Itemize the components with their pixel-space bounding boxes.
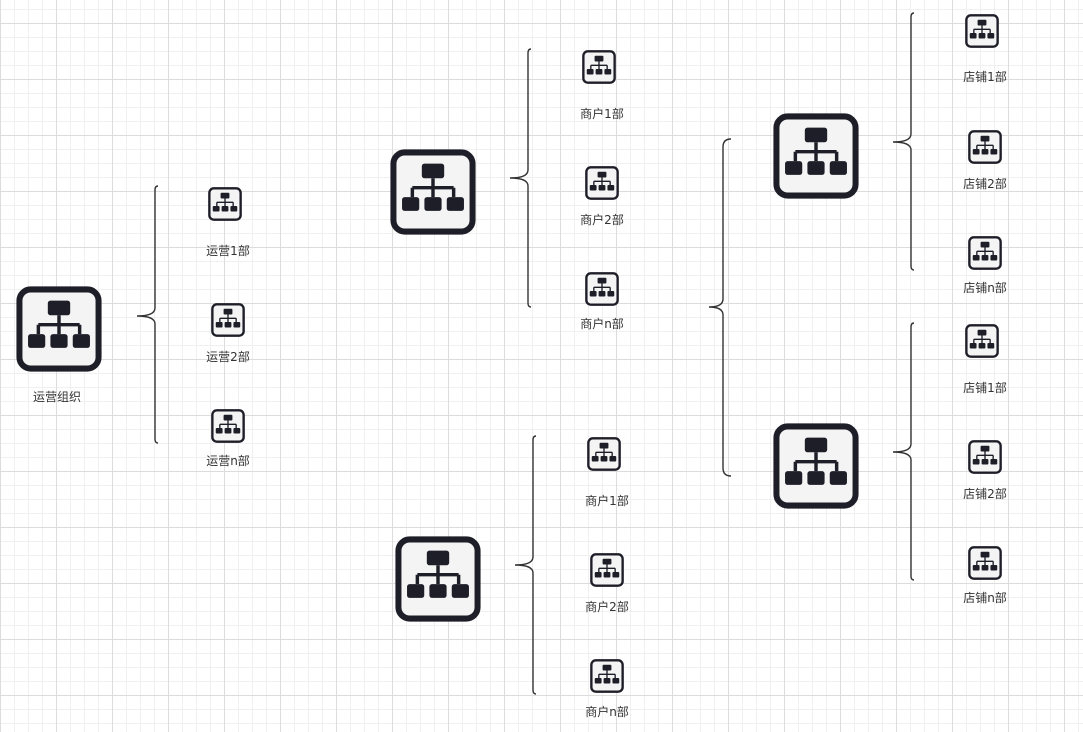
org-chart-icon bbox=[208, 186, 242, 222]
org-chart-icon bbox=[395, 536, 481, 622]
merchant-dept-label: 商户n部 bbox=[585, 705, 629, 719]
merchant-dept-label: 商户1部 bbox=[585, 494, 629, 508]
org-chart-icon bbox=[965, 13, 999, 49]
org-chart-icon bbox=[211, 302, 245, 338]
org-chart-icon bbox=[585, 271, 619, 307]
store-dept-label: 店铺1部 bbox=[963, 381, 1007, 395]
org-chart-icon bbox=[968, 235, 1002, 271]
merchant-dept-label: 商户1部 bbox=[580, 107, 624, 121]
bracket-store-b bbox=[892, 322, 915, 581]
store-dept-label: 店铺2部 bbox=[963, 487, 1007, 501]
bracket-merchant-a bbox=[509, 48, 532, 308]
org-chart-icon bbox=[773, 113, 859, 199]
org-chart-icon bbox=[585, 165, 619, 201]
bracket-store-a bbox=[892, 12, 915, 271]
org-chart-icon bbox=[582, 49, 616, 85]
bracket-ops bbox=[136, 185, 159, 444]
org-chart-icon bbox=[968, 129, 1002, 165]
org-chart-icon bbox=[965, 323, 999, 359]
org-chart-icon bbox=[390, 149, 476, 235]
root-label: 运营组织 bbox=[32, 390, 82, 404]
org-chart-icon bbox=[16, 286, 102, 372]
org-chart-icon bbox=[590, 658, 624, 694]
org-chart-icon bbox=[587, 436, 621, 472]
org-chart-icon bbox=[211, 408, 245, 444]
store-dept-label: 店铺n部 bbox=[963, 281, 1007, 295]
ops-dept-label: 运营1部 bbox=[206, 244, 250, 258]
merchant-dept-label: 商户n部 bbox=[580, 317, 624, 331]
bracket-stores bbox=[708, 138, 732, 477]
org-chart-icon bbox=[968, 439, 1002, 475]
store-dept-label: 店铺n部 bbox=[963, 591, 1007, 605]
merchant-dept-label: 商户2部 bbox=[580, 213, 624, 227]
bracket-merchant-b bbox=[514, 435, 537, 695]
ops-dept-label: 运营n部 bbox=[206, 454, 250, 468]
org-chart-icon bbox=[968, 545, 1002, 581]
ops-dept-label: 运营2部 bbox=[206, 350, 250, 364]
org-chart-icon bbox=[773, 423, 859, 509]
store-dept-label: 店铺1部 bbox=[963, 70, 1007, 84]
org-chart-icon bbox=[590, 552, 624, 588]
merchant-dept-label: 商户2部 bbox=[585, 600, 629, 614]
store-dept-label: 店铺2部 bbox=[963, 177, 1007, 191]
